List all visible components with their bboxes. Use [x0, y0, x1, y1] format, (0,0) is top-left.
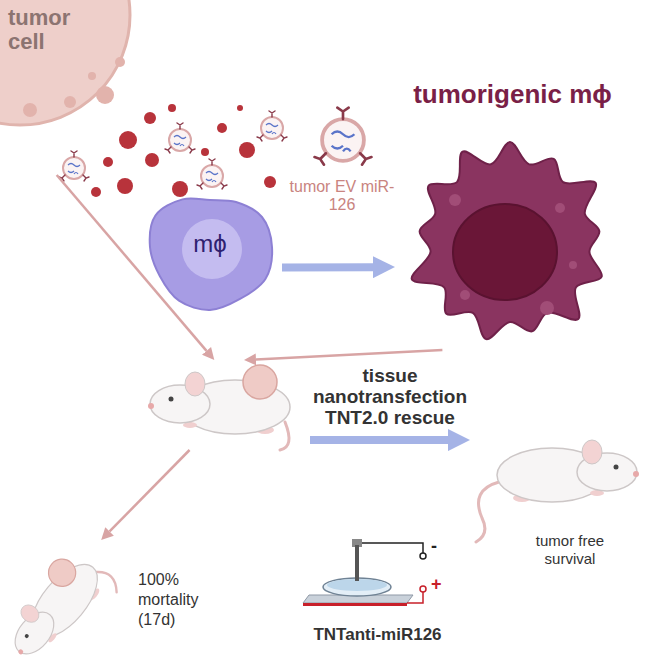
connector-arrow — [310, 436, 448, 444]
vesicle-group — [59, 108, 372, 189]
cell-texture — [64, 96, 76, 108]
mouse-tail — [95, 567, 123, 592]
vesicle-group — [59, 151, 89, 181]
vesicle-dot — [569, 261, 577, 269]
tnt-device: - + TNTanti-miR126 — [295, 535, 462, 660]
tumor-derived-particles — [239, 142, 255, 158]
tumorigenic-macrophage-body — [412, 142, 602, 339]
tumor-derived-particles — [168, 104, 176, 112]
node-shape — [395, 80, 632, 350]
tumor-derived-particles — [217, 123, 227, 133]
cell-texture — [96, 86, 114, 104]
tumor-cell-body — [0, 0, 130, 125]
tumor-derived-particles — [91, 104, 276, 197]
wire — [357, 543, 423, 553]
vesicle-dot — [449, 194, 461, 206]
connector-arrow — [282, 263, 373, 271]
mouse-eye — [169, 397, 174, 402]
connector-arrow — [256, 350, 442, 359]
vesicle-group — [315, 108, 372, 165]
tumor-derived-particles — [103, 157, 113, 167]
edge-label: tumor EV miR-126 — [282, 178, 402, 215]
tumor-derived-particles — [145, 153, 159, 167]
cell-texture — [115, 57, 125, 67]
terminal — [420, 553, 426, 559]
node-label: tumorigenic mϕ — [395, 80, 630, 110]
edge-label: tissue nanotransfection TNT2.0 rescue — [305, 366, 475, 429]
dead-mouse: 100% mortality (17d) — [10, 540, 222, 660]
vesicle-group — [197, 159, 227, 189]
node-label: - — [431, 537, 449, 557]
mouse-nose — [633, 471, 639, 477]
electrode-plate — [303, 603, 407, 606]
mouse-nose — [17, 649, 24, 656]
tumor-mass — [243, 365, 277, 399]
mouse-figure — [476, 440, 639, 542]
tumor-derived-particles — [201, 148, 209, 156]
terminal — [420, 586, 426, 592]
node-label: + — [431, 575, 449, 595]
node-label: mϕ — [140, 231, 280, 257]
mouse-tail — [476, 482, 499, 542]
node-label: 100% mortality (17d) — [138, 570, 220, 630]
mouse-ear — [17, 601, 42, 626]
tumor-derived-particles — [119, 131, 137, 149]
vesicle-dot — [460, 290, 470, 300]
tumor-mass — [43, 554, 81, 592]
vesicle-dot — [555, 203, 565, 213]
wire — [407, 592, 423, 603]
node-label: TNTanti-miR126 — [295, 625, 460, 645]
node-label: tumor cell — [8, 6, 100, 54]
connector-arrow — [110, 450, 190, 531]
mouse-figure — [148, 365, 290, 450]
vesicle-dot — [540, 301, 554, 315]
macrophage: mϕ — [140, 175, 282, 315]
tumor-cell: tumor cell — [0, 0, 135, 175]
node-label: tumor free survival — [515, 532, 625, 568]
tumor-derived-particles — [117, 178, 133, 194]
vesicle-group — [165, 123, 195, 153]
tumor-derived-particles — [264, 176, 276, 188]
mouse-eye — [24, 633, 30, 639]
mouse-tail — [280, 422, 289, 450]
mouse-eye — [614, 465, 619, 470]
engulfed-particle — [172, 181, 188, 197]
electrode-needle — [355, 545, 359, 581]
cell-texture — [23, 103, 37, 117]
tumorigenic-macrophage: tumorigenic mϕ — [395, 80, 632, 350]
tumor-derived-particles — [144, 112, 156, 124]
cell-texture — [88, 72, 96, 80]
surviving-mouse: tumor free survival — [470, 420, 645, 590]
vesicle-group — [257, 111, 287, 141]
node-shape — [145, 360, 310, 450]
mouse-figure — [0, 542, 122, 664]
tumor-bearing-mouse — [145, 360, 310, 450]
macrophage-nucleus — [453, 204, 557, 300]
tumor-derived-particles — [91, 187, 101, 197]
mouse-nose — [148, 403, 154, 409]
mouse-ear — [185, 372, 205, 396]
mouse-ear — [582, 440, 602, 464]
tumor-derived-particles — [237, 105, 243, 111]
